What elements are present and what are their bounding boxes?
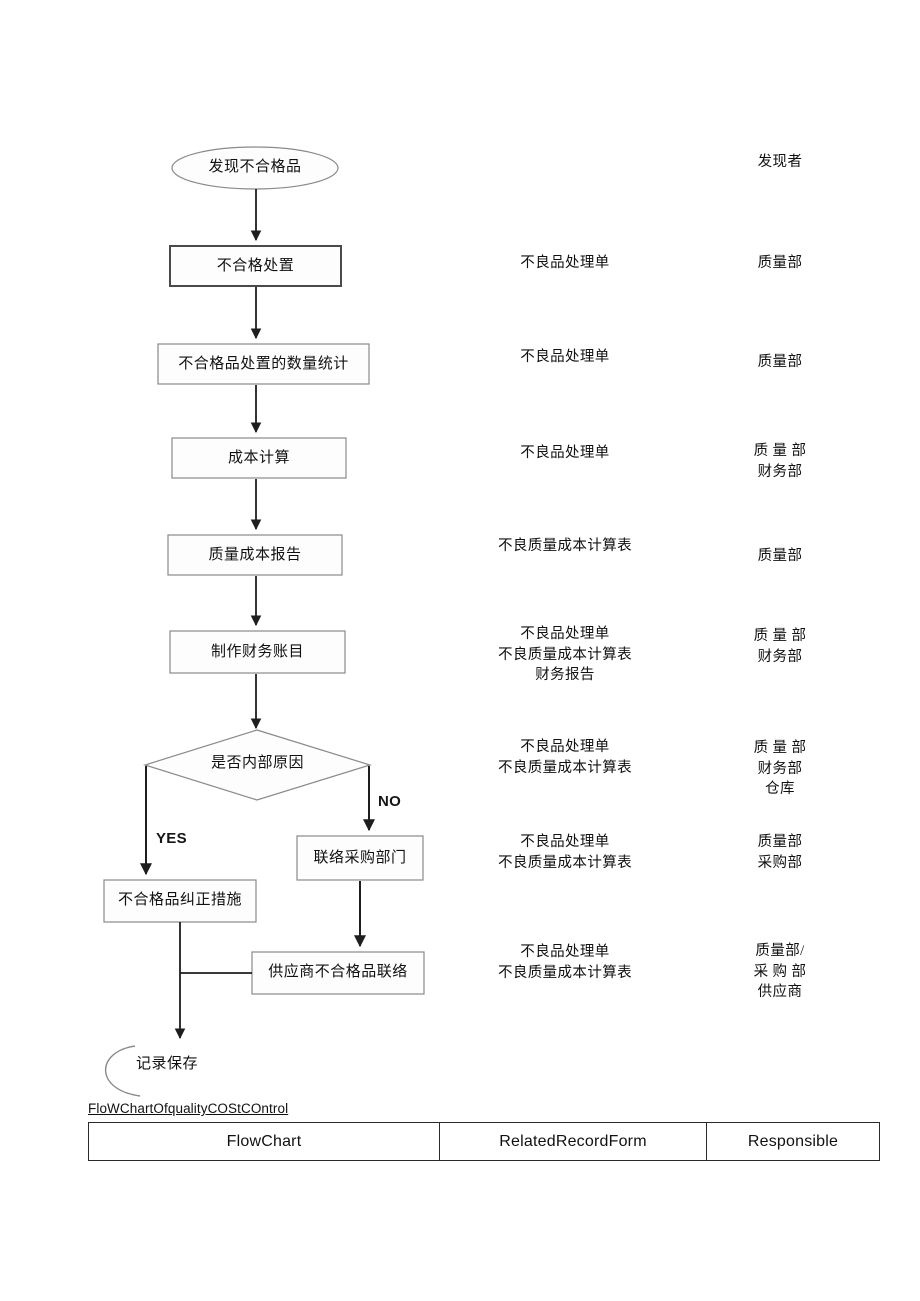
node-label-start: 发现不合格品 — [208, 159, 302, 175]
record-form-cost-report: 不良质量成本计算表 — [497, 538, 633, 554]
node-label-corrective: 不合格品纠正措施 — [117, 892, 242, 908]
shape-supplier-contact-box — [251, 951, 425, 995]
node-label-decision: 是否内部原因 — [210, 755, 304, 771]
node-label-finance-book: 制作财务账目 — [210, 644, 304, 660]
table-header-related-record-form: RelatedRecordForm — [439, 1122, 707, 1161]
node-label-contact-purchasing: 联络采购部门 — [313, 850, 407, 866]
record-form-disposition: 不良品处理单 — [520, 255, 610, 271]
shape-cost-calc-box — [171, 437, 347, 479]
node-label-cost-calc: 成本计算 — [227, 450, 290, 466]
responsible-disposition: 质量部 — [757, 255, 803, 271]
node-label-count-stat: 不合格品处置的数量统计 — [178, 356, 349, 372]
shape-contact-purchasing-box — [296, 835, 424, 881]
table-row: FlowChart RelatedRecordForm Responsible — [88, 1122, 880, 1161]
branch-label-yes: YES — [156, 830, 187, 847]
shape-record-keep-curve — [104, 1045, 141, 1097]
responsible-count-stat: 质量部 — [757, 354, 803, 370]
record-form-contact-purchasing: 不良品处理单 不良质量成本计算表 — [497, 834, 633, 871]
responsible-finance-book: 质 量 部 财务部 — [753, 628, 807, 665]
responsible-cost-report: 质量部 — [757, 548, 803, 564]
node-label-record-keep: 记录保存 — [136, 1056, 199, 1072]
branch-label-no: NO — [378, 793, 402, 810]
node-label-supplier-contact: 供应商不合格品联络 — [268, 964, 408, 980]
chart-caption: FloWChartOfqualityCOStCOntrol — [88, 1101, 289, 1116]
shape-count-stat-box — [157, 343, 370, 385]
table-header-responsible: Responsible — [706, 1122, 880, 1161]
record-form-decision: 不良品处理单 不良质量成本计算表 — [497, 739, 633, 776]
record-form-cost-calc: 不良品处理单 — [520, 445, 610, 461]
shape-disposition-box — [169, 245, 342, 287]
responsible-supplier-contact: 质量部/ 采 购 部 供应商 — [753, 943, 807, 1001]
responsible-decision: 质 量 部 财务部 仓库 — [753, 740, 807, 798]
responsible-cost-calc: 质 量 部 财务部 — [753, 443, 807, 480]
responsible-start: 发现者 — [757, 154, 803, 170]
shape-start-ellipse — [171, 146, 339, 190]
shape-cost-report-box — [167, 534, 343, 576]
node-label-cost-report: 质量成本报告 — [208, 547, 302, 563]
shape-finance-book-box — [169, 630, 346, 674]
shape-decision-diamond — [142, 729, 373, 801]
table-header-flowchart: FlowChart — [88, 1122, 440, 1161]
shape-corrective-box — [103, 879, 257, 923]
record-form-supplier-contact: 不良品处理单 不良质量成本计算表 — [497, 944, 633, 981]
legend-table: FlowChart RelatedRecordForm Responsible — [88, 1122, 880, 1161]
record-form-finance-book: 不良品处理单 不良质量成本计算表 财务报告 — [497, 626, 633, 684]
record-form-count-stat: 不良品处理单 — [520, 349, 610, 365]
node-label-disposition: 不合格处置 — [216, 258, 295, 274]
responsible-contact-purchasing: 质量部 采购部 — [757, 834, 803, 871]
